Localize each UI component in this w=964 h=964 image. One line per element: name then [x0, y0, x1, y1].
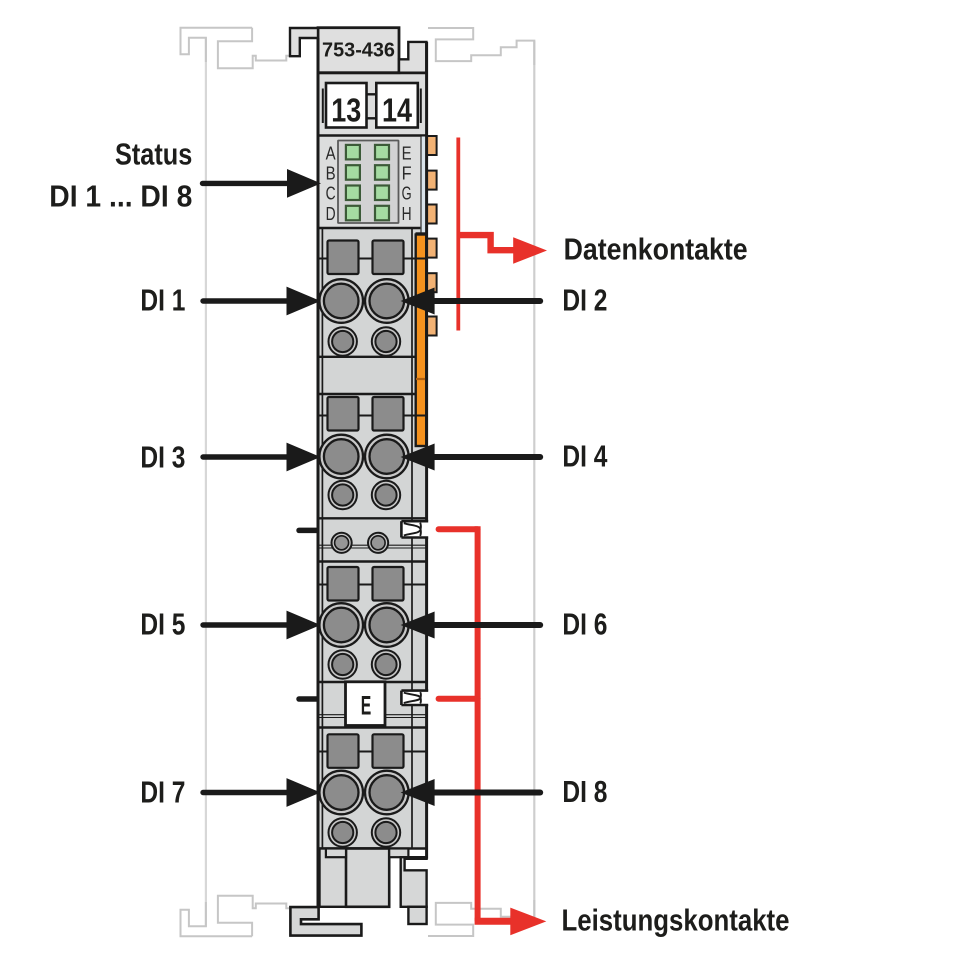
svg-text:DI 1: DI 1 — [140, 283, 185, 318]
svg-text:Status: Status — [115, 137, 192, 172]
svg-text:DI 5: DI 5 — [140, 607, 185, 642]
svg-text:E: E — [402, 142, 412, 163]
svg-text:E: E — [361, 691, 372, 721]
svg-text:DI 2: DI 2 — [562, 283, 607, 318]
svg-text:DI 7: DI 7 — [140, 774, 185, 809]
svg-text:C: C — [326, 183, 336, 204]
svg-text:14: 14 — [382, 92, 413, 129]
svg-text:DI 1 ... DI 8: DI 1 ... DI 8 — [49, 179, 192, 214]
svg-text:A: A — [326, 142, 337, 163]
svg-text:F: F — [402, 163, 412, 184]
svg-text:Datenkontakte: Datenkontakte — [564, 231, 748, 266]
svg-text:D: D — [326, 203, 336, 224]
svg-text:DI 6: DI 6 — [562, 607, 607, 642]
svg-text:G: G — [402, 183, 412, 204]
svg-text:DI 3: DI 3 — [140, 440, 185, 475]
svg-text:H: H — [402, 203, 412, 224]
svg-text:DI 8: DI 8 — [562, 774, 607, 809]
svg-text:DI 4: DI 4 — [562, 439, 608, 474]
svg-text:13: 13 — [331, 92, 361, 129]
svg-text:Leistungskontakte: Leistungskontakte — [562, 902, 790, 937]
svg-text:753-436: 753-436 — [322, 39, 395, 62]
svg-text:B: B — [326, 163, 336, 184]
